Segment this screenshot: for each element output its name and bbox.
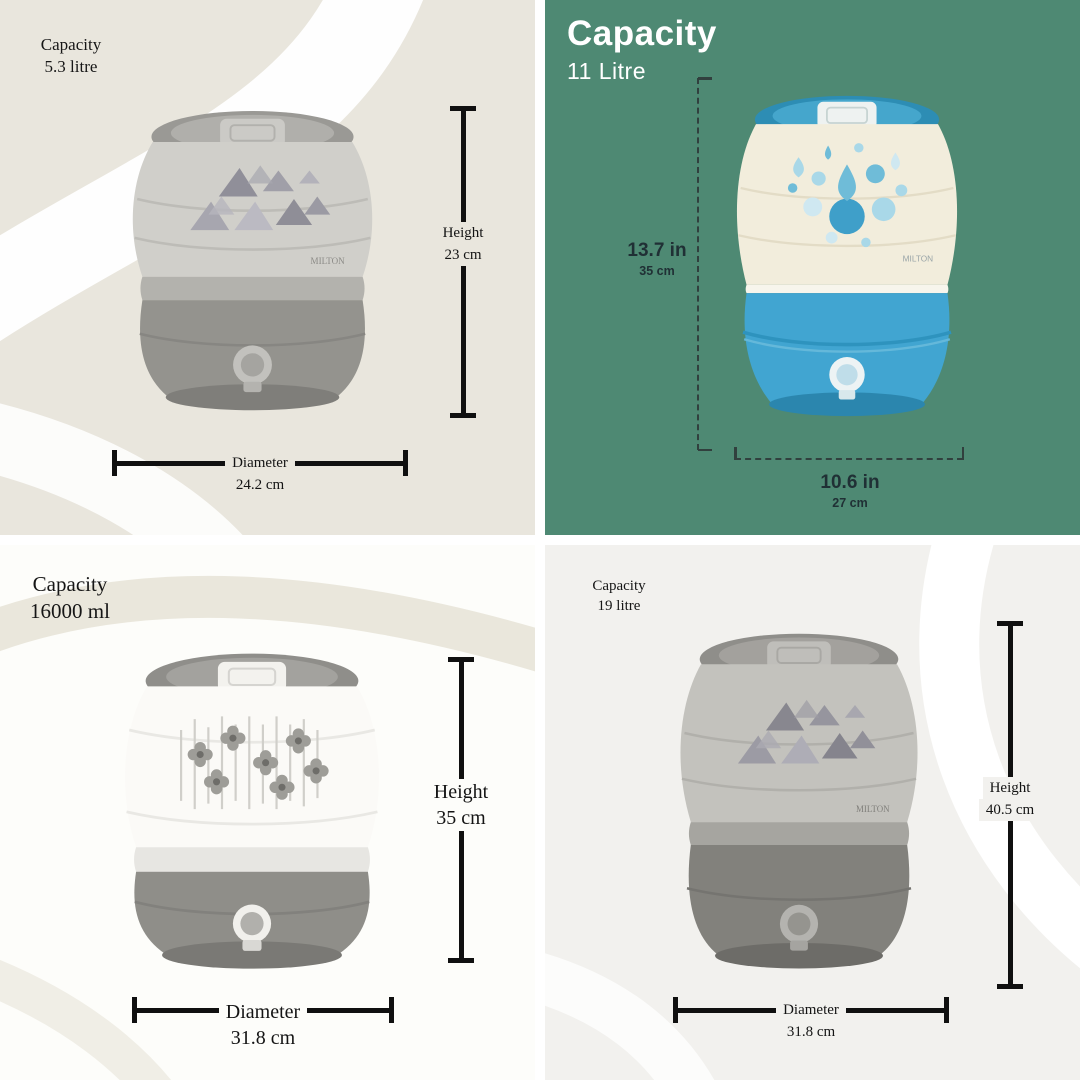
jug-illustration: MILTON — [736, 95, 958, 417]
capacity-label: Capacity — [592, 578, 646, 594]
diameter-value: 31.8 cm — [223, 1025, 303, 1051]
water-drops-pattern — [787, 143, 908, 248]
height-label: Height — [435, 222, 491, 244]
triangle-pattern — [737, 699, 876, 764]
panel-5-3-litre: Capacity 5.3 litre — [0, 0, 535, 535]
jug-illustration: MILTON — [132, 110, 373, 411]
diameter-dimension-label: Diameter 31.8 cm — [731, 999, 891, 1043]
capacity-value: 16000 ml — [30, 599, 110, 624]
height-dimension-label: Height 35 cm — [399, 779, 523, 831]
height-dimension-line — [697, 77, 712, 451]
water-jug-floral — [102, 640, 402, 995]
brand-text: MILTON — [903, 254, 933, 263]
capacity-value: 11 Litre — [567, 58, 647, 85]
capacity-label: Capacity — [32, 572, 108, 596]
diameter-label: Diameter — [776, 999, 846, 1021]
capacity-label: Capacity — [567, 14, 717, 53]
diameter-dimension-label: Diameter 31.8 cm — [183, 999, 343, 1051]
background-swoosh — [545, 545, 1080, 1080]
width-dimension-line — [734, 447, 964, 460]
height-dimension-label: Height 23 cm — [401, 222, 525, 266]
width-inches: 10.6 in — [820, 472, 880, 493]
diameter-dimension-label: Diameter 24.2 cm — [180, 452, 340, 496]
triangle-pattern — [190, 165, 331, 231]
water-jug-blue: MILTON — [717, 84, 977, 439]
background-swoosh — [0, 575, 535, 1080]
capacity-label: Capacity — [40, 35, 102, 54]
floral-pattern — [180, 716, 329, 810]
capacity-label-block: Capacity 19 litre — [559, 577, 679, 616]
brand-text: MILTON — [856, 804, 890, 814]
capacity-label-block: Capacity 16000 ml — [0, 571, 140, 626]
width-dimension-label: 10.6 in 27 cm — [785, 472, 915, 510]
height-label: Height — [426, 779, 496, 805]
height-dimension-label: Height 40.5 cm — [948, 777, 1072, 821]
height-inches: 13.7 in — [627, 240, 687, 261]
capacity-heading: Capacity 11 Litre — [567, 14, 717, 85]
height-cm: 35 cm — [639, 264, 675, 278]
panel-19-litre: Capacity 19 litre — [545, 545, 1080, 1080]
height-dimension-label: 13.7 in 35 cm — [617, 240, 697, 278]
water-jug-grayscale: MILTON — [110, 98, 395, 435]
height-value: 40.5 cm — [978, 799, 1042, 821]
diameter-label: Diameter — [225, 452, 295, 474]
brand-text: MILTON — [311, 256, 346, 266]
jug-illustration — [125, 653, 379, 969]
diameter-value: 24.2 cm — [228, 474, 292, 496]
water-jug-grayscale-large: MILTON — [659, 621, 939, 990]
diameter-label: Diameter — [218, 999, 308, 1025]
width-cm: 27 cm — [832, 496, 868, 510]
panel-11-litre: Capacity 11 Litre — [545, 0, 1080, 535]
diameter-value: 31.8 cm — [779, 1021, 843, 1043]
height-label: Height — [982, 777, 1038, 799]
jug-illustration: MILTON — [680, 633, 918, 969]
height-value: 23 cm — [437, 244, 489, 266]
capacity-value: 19 litre — [597, 597, 641, 614]
panel-16000-ml: Capacity 16000 ml — [0, 545, 535, 1080]
capacity-value: 5.3 litre — [44, 57, 98, 77]
capacity-label-block: Capacity 5.3 litre — [6, 34, 136, 78]
height-value: 35 cm — [429, 805, 493, 831]
